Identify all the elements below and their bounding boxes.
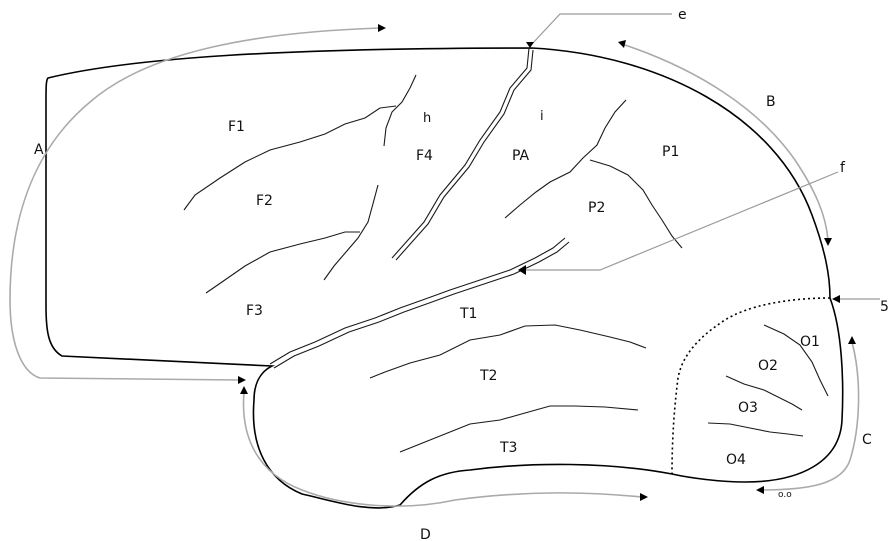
arc-c-end-arrowhead xyxy=(756,486,764,494)
label-F4: F4 xyxy=(416,148,433,164)
arc-b-arrowhead xyxy=(618,40,626,48)
label-O1: O1 xyxy=(800,334,820,350)
label-T2: T2 xyxy=(479,368,497,384)
label-P2: P2 xyxy=(588,200,605,216)
pointer-f-line xyxy=(524,172,838,270)
arc-c-arrowhead xyxy=(848,336,856,344)
superior-frontal-sulcus xyxy=(184,106,396,210)
arc-d-end-arrowhead xyxy=(640,493,648,501)
label-T3: T3 xyxy=(499,440,517,456)
label-O2: O2 xyxy=(758,358,778,374)
arc-a-arrowhead xyxy=(378,24,386,32)
label-border-C: C xyxy=(862,432,872,448)
precentral-sulcus-upper xyxy=(384,75,416,146)
label-i: i xyxy=(540,109,544,124)
pointer-e-arrowhead xyxy=(526,42,534,48)
arc-d-arrowhead xyxy=(240,386,248,394)
hemisphere-outline xyxy=(46,48,843,508)
arc-b-end-arrowhead xyxy=(824,238,832,246)
label-border-D: D xyxy=(420,527,431,541)
pointer-e-line xyxy=(532,14,672,44)
label-PA: PA xyxy=(512,148,530,164)
label-F2: F2 xyxy=(256,193,273,209)
occipital-sulcus-3 xyxy=(708,423,803,436)
superior-temporal-sulcus xyxy=(370,325,646,378)
border-arc-b xyxy=(622,44,828,240)
label-F1: F1 xyxy=(228,119,245,135)
label-P1: P1 xyxy=(662,144,679,160)
label-T1: T1 xyxy=(459,306,477,322)
label-O4: O4 xyxy=(726,452,746,468)
label-pointer-e: e xyxy=(678,7,687,23)
central-sulcus-line-a xyxy=(392,48,529,258)
label-O3: O3 xyxy=(738,400,758,416)
label-border-A: A xyxy=(34,142,44,158)
border-arc-a xyxy=(10,28,380,380)
label-pointer-g: 5 xyxy=(880,299,888,315)
border-arc-d xyxy=(243,392,642,506)
label-occipital-pole: o.o xyxy=(778,490,792,500)
lateral-fissure-line-a xyxy=(270,238,565,364)
label-pointer-f: f xyxy=(840,160,846,176)
pointer-f-arrowhead xyxy=(518,265,526,275)
label-border-B: B xyxy=(766,94,776,110)
pointer-g-arrowhead xyxy=(832,295,840,303)
lateral-fissure-line-b xyxy=(274,242,569,368)
label-F3: F3 xyxy=(246,303,263,319)
label-h: h xyxy=(423,111,431,126)
arc-a-end-arrowhead xyxy=(238,376,246,384)
inferior-temporal-sulcus xyxy=(400,406,638,452)
